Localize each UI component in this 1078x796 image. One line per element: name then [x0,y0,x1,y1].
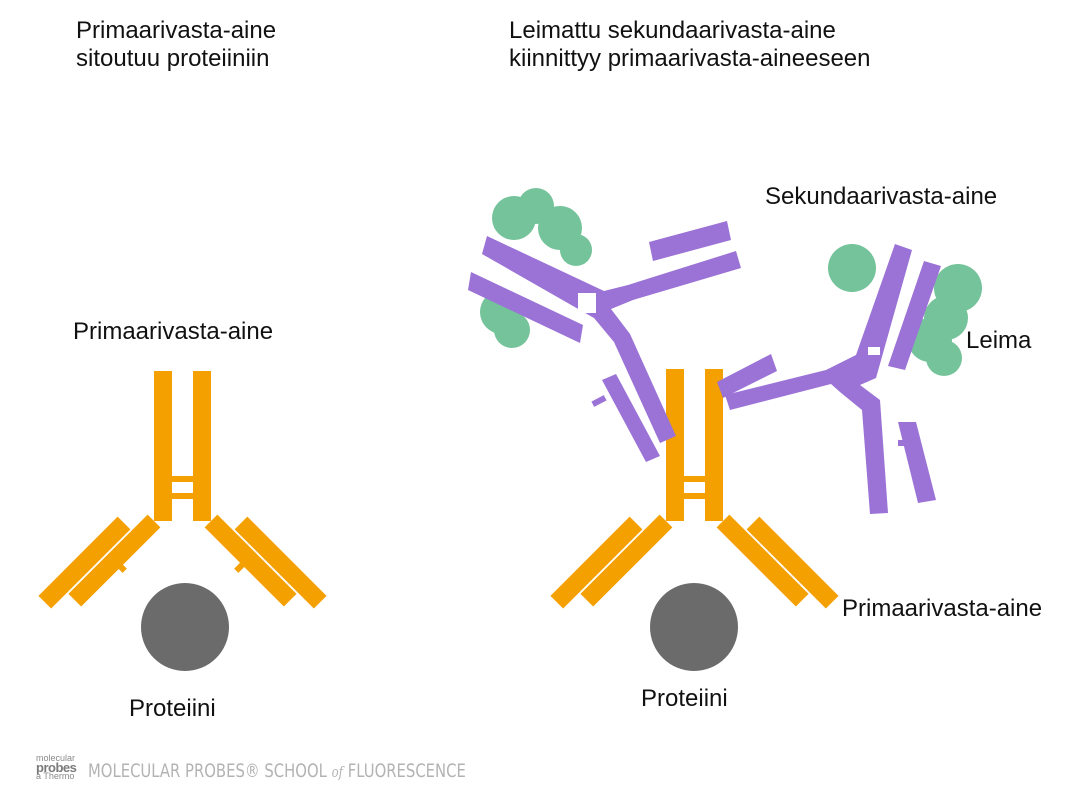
footer-brand-of: of [332,763,343,781]
right-primary-antibody-label: Primaarivasta-aine [842,594,1042,623]
left-heading-line1: Primaarivasta-aine [76,16,276,45]
footer-brand: MOLECULAR PROBES® SCHOOL of FLUORESCENCE [88,760,466,782]
footer-brand-end: FLUORESCENCE [348,760,466,782]
right-protein-label: Proteiini [641,684,728,713]
left-protein-label: Proteiini [129,694,216,723]
label-label: Leima [966,326,1031,355]
logo-line3: a Thermo [36,772,76,781]
left-primary-antibody-label: Primaarivasta-aine [73,317,273,346]
right-heading-line2: kiinnittyy primaarivasta-aineeseen [509,44,871,73]
secondary-antibody-right [717,244,982,514]
right-heading-line1: Leimattu sekundaarivasta-aine [509,16,836,45]
right-protein [650,583,738,671]
company-logo: molecular probes a Thermo [36,754,76,781]
secondary-antibody-left [468,188,741,462]
left-primary-antibody [38,371,326,609]
left-protein [141,583,229,671]
left-heading-line2: sitoutuu proteiiniin [76,44,269,73]
secondary-antibody-label: Sekundaarivasta-aine [765,182,997,211]
footer-brand-main: MOLECULAR PROBES® SCHOOL [88,760,327,782]
